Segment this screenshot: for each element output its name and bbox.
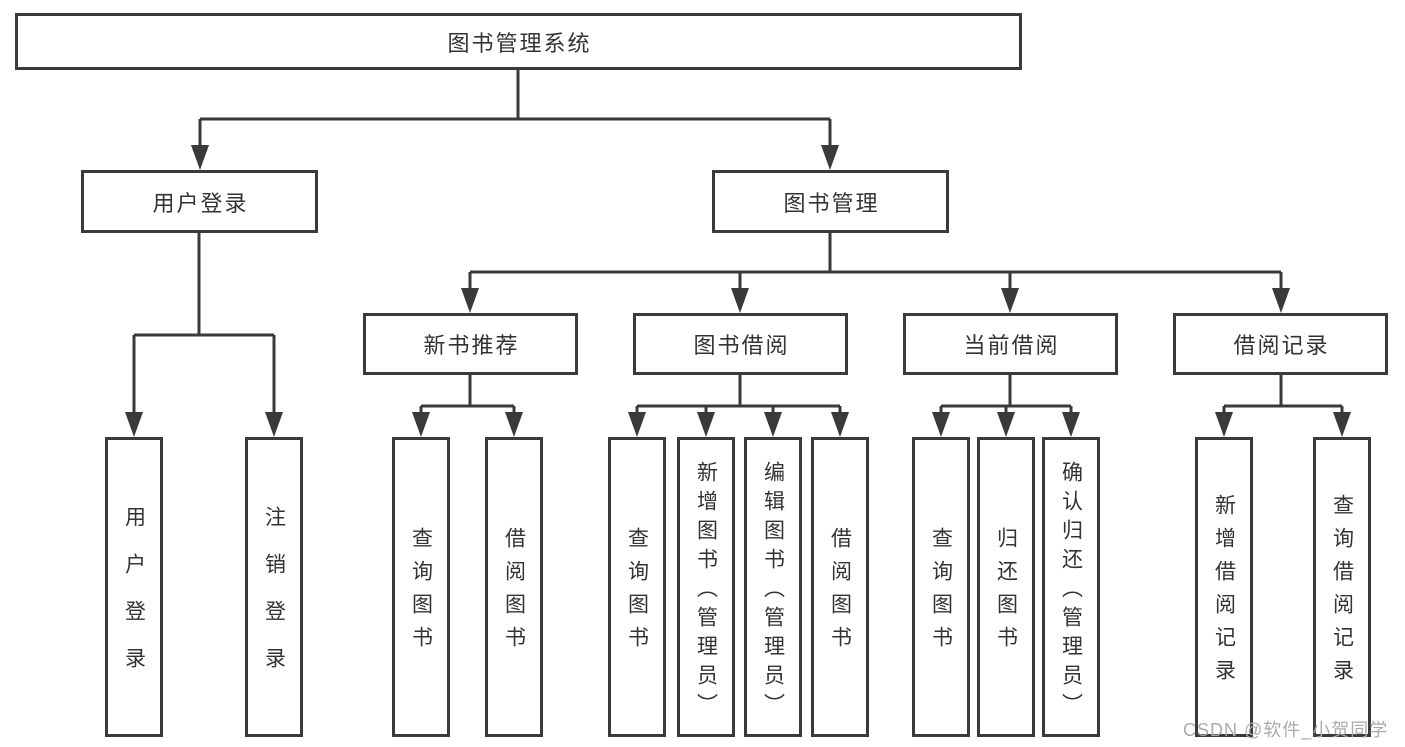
node-add-book-admin: 新增图书（管理员）	[677, 437, 735, 737]
node-borrow-books-recommend: 借阅图书	[485, 437, 543, 737]
node-label: 归还图书	[994, 527, 1018, 659]
node-label: 新增图书（管理员）	[694, 460, 718, 722]
node-query-books-borrow: 查询图书	[608, 437, 666, 737]
csdn-watermark: CSDN @软件_小贺同学	[1183, 720, 1389, 740]
node-root-system: 图书管理系统	[15, 13, 1022, 70]
node-label: 查询图书	[625, 527, 649, 659]
node-label: 查询借阅记录	[1330, 494, 1354, 692]
node-label: 注销登录	[262, 506, 286, 694]
node-current-borrow: 当前借阅	[903, 313, 1118, 375]
node-label: 用户登录	[122, 506, 146, 694]
node-borrow-records: 借阅记录	[1173, 313, 1388, 375]
node-query-borrow-record: 查询借阅记录	[1313, 437, 1371, 737]
node-label: 图书借阅	[693, 333, 790, 358]
node-query-books-current: 查询图书	[912, 437, 970, 737]
node-user-login-action: 用户登录	[105, 437, 163, 737]
node-label: 借阅图书	[502, 527, 526, 659]
node-logout-action: 注销登录	[245, 437, 303, 737]
node-book-management: 图书管理	[712, 170, 949, 233]
node-label: 借阅记录	[1233, 333, 1330, 358]
node-label: 用户登录	[152, 190, 249, 216]
node-book-borrow: 图书借阅	[633, 313, 848, 375]
node-confirm-return-admin: 确认归还（管理员）	[1042, 437, 1100, 737]
node-label: 图书管理	[783, 190, 880, 216]
node-add-borrow-record: 新增借阅记录	[1195, 437, 1253, 737]
node-borrow-books-action: 借阅图书	[811, 437, 869, 737]
node-query-books-recommend: 查询图书	[392, 437, 450, 737]
node-label: 编辑图书（管理员）	[761, 460, 785, 722]
node-return-books: 归还图书	[977, 437, 1035, 737]
node-label: 确认归还（管理员）	[1059, 460, 1083, 722]
node-label: 新书推荐	[423, 333, 520, 358]
node-label: 图书管理系统	[447, 30, 592, 56]
node-new-book-recommend: 新书推荐	[363, 313, 578, 375]
node-label: 借阅图书	[828, 527, 852, 659]
node-label: 新增借阅记录	[1212, 494, 1236, 692]
node-label: 查询图书	[409, 527, 433, 659]
node-edit-book-admin: 编辑图书（管理员）	[744, 437, 802, 737]
node-label: 当前借阅	[963, 333, 1060, 358]
node-label: 查询图书	[929, 527, 953, 659]
node-user-login: 用户登录	[81, 170, 318, 233]
